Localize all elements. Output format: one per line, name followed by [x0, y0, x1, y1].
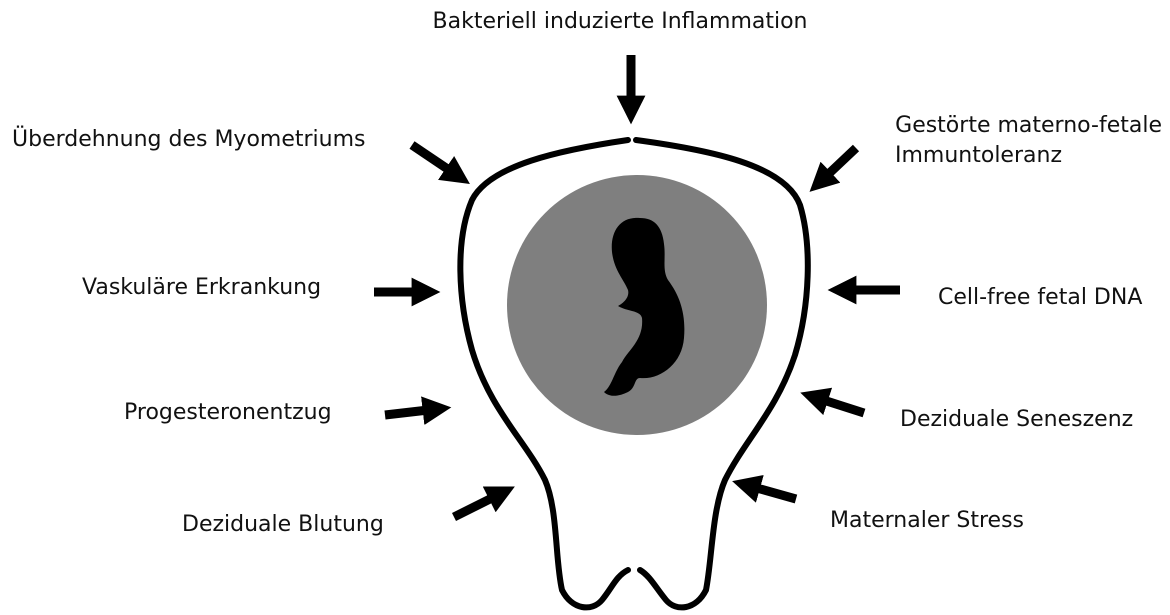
label-myometrium-overdistension: Überdehnung des Myometriums [12, 126, 366, 154]
arrow-left-3 [385, 409, 437, 415]
label-decidual-senescence: Deziduale Seneszenz [900, 406, 1133, 434]
label-immune-tolerance-line1: Gestörte materno-fetale [895, 112, 1162, 140]
arrow-left-1 [412, 145, 458, 176]
arrow-right-1 [820, 148, 856, 182]
arrow-right-3 [814, 397, 864, 413]
label-progesterone-withdrawal: Progesteronentzug [124, 399, 332, 427]
label-decidual-bleeding: Deziduale Blutung [182, 511, 384, 539]
label-cell-free-fetal-dna: Cell-free fetal DNA [938, 284, 1142, 312]
label-bacterial-inflammation-text: Bakteriell induzierte Inflammation [433, 9, 808, 34]
label-bacterial-inflammation: Bakteriell induzierte Inflammation [0, 8, 1170, 36]
label-maternal-stress: Maternaler Stress [830, 507, 1024, 535]
label-vascular-disease: Vaskuläre Erkrankung [82, 274, 321, 302]
arrow-left-4 [454, 493, 502, 517]
label-immune-tolerance-line2: Immuntoleranz [895, 142, 1062, 170]
arrow-right-4 [746, 485, 796, 499]
